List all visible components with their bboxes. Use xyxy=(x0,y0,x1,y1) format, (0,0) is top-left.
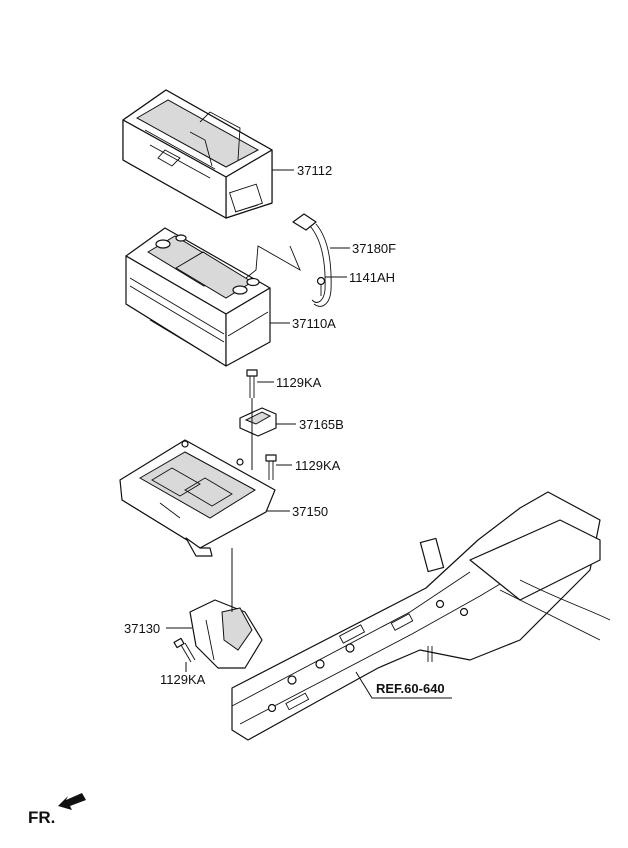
label-clamp: 37165B xyxy=(299,417,344,432)
clamp-bolt-part xyxy=(246,369,258,398)
label-battery-cable: 37180F xyxy=(352,241,396,256)
label-reference: REF.60-640 xyxy=(376,681,445,696)
label-battery: 37110A xyxy=(292,316,336,331)
battery-clamp-part xyxy=(239,407,277,437)
battery-tray-part xyxy=(119,439,276,557)
battery-cable-part xyxy=(245,213,332,307)
label-bracket-bolt: 1129KA xyxy=(160,672,206,687)
label-tray: 37150 xyxy=(292,504,328,519)
label-cable-nut: 1141AH xyxy=(349,270,395,285)
vehicle-frame-part xyxy=(231,491,611,741)
leader-lines xyxy=(166,169,452,699)
leader-reference xyxy=(355,671,452,699)
bracket-bolt-part xyxy=(173,637,196,663)
tray-bolt-part xyxy=(265,454,277,480)
battery-part xyxy=(125,227,271,367)
front-arrow-icon xyxy=(58,793,86,810)
label-clamp-bolt: 1129KA xyxy=(276,375,322,390)
battery-cover-part xyxy=(122,89,273,219)
front-label: FR. xyxy=(28,808,55,827)
label-tray-bolt: 1129KA xyxy=(295,458,341,473)
front-direction-indicator: FR. xyxy=(28,793,86,827)
label-tray-cover: 37112 xyxy=(297,163,332,178)
mounting-bracket-part xyxy=(189,599,263,669)
label-bracket: 37130 xyxy=(124,621,160,636)
